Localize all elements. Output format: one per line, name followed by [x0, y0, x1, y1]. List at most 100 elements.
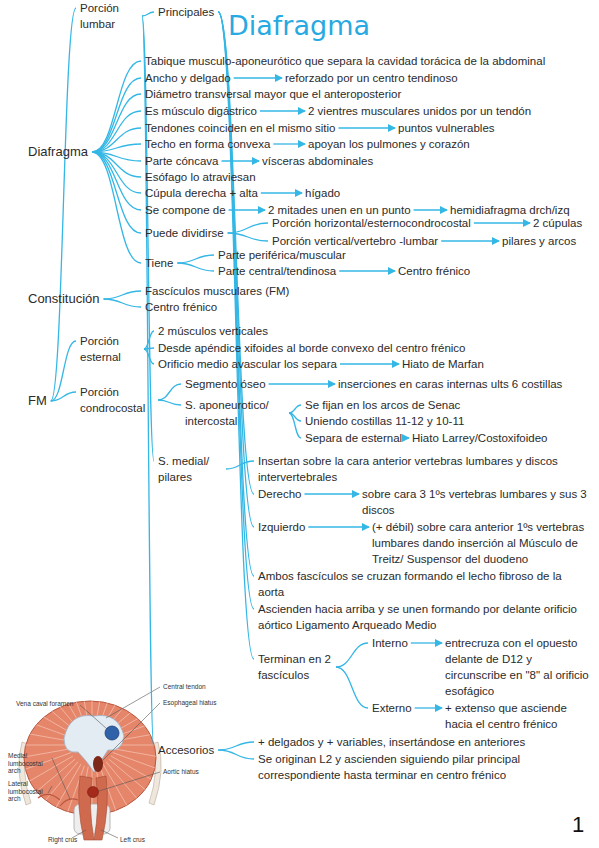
mindmap-node: Porción vertical/vertebro -lumbar	[272, 233, 438, 249]
mindmap-node: Orificio medio avascular los separa	[158, 356, 337, 372]
node-text: Parte central/tendinosa	[218, 263, 336, 279]
mindmap-node: Segmento óseo	[185, 376, 266, 392]
mindmap-node: Externo	[372, 700, 412, 716]
mindmap-node: Izquierdo	[258, 519, 305, 535]
mindmap-node: Es músculo digástrico	[145, 103, 257, 119]
mindmap-node: entrecruza con el opuesto delante de D12…	[445, 635, 593, 699]
node-text: Tiene	[145, 255, 173, 271]
branch-line	[218, 750, 254, 759]
node-text: Tendones coinciden en el mismo sitio	[145, 120, 336, 136]
mindmap-node: Ascienden hacia arriba y se unen formand…	[258, 601, 590, 633]
aortic-hiatus	[88, 787, 99, 798]
node-text: 2 cúpulas	[533, 215, 582, 231]
node-text: sobre cara 3 1ºs vertebras lumbares y su…	[362, 486, 590, 518]
node-text: Hiato de Marfan	[402, 356, 484, 372]
node-text: entrecruza con el opuesto delante de D12…	[445, 635, 593, 699]
mindmap-node: Separa de esternal	[305, 430, 402, 446]
mindmap-node: vísceras abdominales	[262, 153, 373, 169]
node-text: Diámetro transversal mayor que el antero…	[145, 86, 401, 102]
right-crus	[79, 776, 94, 840]
arrow	[260, 110, 305, 111]
node-text: FM	[28, 393, 47, 409]
mindmap-node: 2 cúpulas	[533, 215, 582, 231]
mindmap-node: Diámetro transversal mayor que el antero…	[145, 86, 401, 102]
topic-root: FM	[28, 393, 47, 409]
node-text: Accesorios	[158, 742, 214, 758]
node-text: apoyan los pulmones y corazón	[308, 136, 470, 152]
node-text: Desde apéndice xifoides al borde convexo…	[158, 340, 466, 356]
mindmap-node: Tabique musculo-aponeurótico que separa …	[145, 53, 545, 69]
mindmap-node: puntos vulnerables	[398, 120, 495, 136]
branch-line	[158, 400, 181, 405]
node-text: Parte cóncava	[145, 153, 219, 169]
node-text: Insertan sobre la cara anterior vertebra…	[258, 453, 590, 485]
node-text: Techo en forma convexa	[145, 136, 270, 152]
mindmap-node: 2 músculos verticales	[158, 323, 268, 339]
figure-label: Medial lumbocostal arch	[8, 752, 52, 775]
node-text: Puede dividirse	[145, 225, 224, 241]
mindmap-node: Parte central/tendinosa	[218, 263, 336, 279]
node-text: Terminan en 2 fascículos	[258, 651, 332, 683]
node-text: Izquierdo	[258, 519, 305, 535]
arrow	[339, 270, 395, 271]
branch-line	[177, 255, 214, 263]
node-text: Hiato Larrey/Costoxifoideo	[412, 430, 548, 446]
mindmap-node: + delgados y + variables, insertándose e…	[258, 734, 525, 750]
mindmap-node: Porción condrocostal	[80, 384, 154, 416]
fibre	[31, 694, 75, 731]
node-text: Ancho y delgado	[145, 70, 231, 86]
arrow	[405, 437, 409, 438]
node-text: 2 músculos verticales	[158, 323, 268, 339]
mindmap-node: 2 mitades unen en un punto	[268, 202, 411, 218]
mindmap-node: + extenso que asciende hacia el centro f…	[445, 700, 593, 732]
node-text: Separa de esternal	[305, 430, 402, 446]
arrow	[304, 493, 359, 494]
node-text: hígado	[305, 185, 340, 201]
branch-line	[92, 144, 141, 152]
mindmap-node: Techo en forma convexa	[145, 136, 270, 152]
branch-line	[51, 392, 76, 401]
mindmap-node: Porción esternal	[80, 333, 140, 365]
mindmap-node: inserciones en caras internas ults 6 cos…	[338, 376, 562, 392]
mindmap-node: Centro frénico	[398, 263, 470, 279]
mindmap-node: hemidiafragma drch/izq	[450, 202, 570, 218]
mindmap-node: Insertan sobre la cara anterior vertebra…	[258, 453, 590, 485]
mindmap-node: reforzado por un centro tendinoso	[285, 70, 458, 86]
arrow	[308, 526, 369, 527]
node-text: hemidiafragma drch/izq	[450, 202, 570, 218]
branch-line	[142, 12, 154, 16]
node-text: Ambos fascículos se cruzan formando el l…	[258, 568, 590, 600]
arrow	[234, 77, 282, 78]
branch-line	[218, 12, 254, 609]
mindmap-node: Tiene	[145, 255, 173, 271]
mindmap-node: Derecho	[258, 486, 301, 502]
node-text: inserciones en caras internas ults 6 cos…	[338, 376, 562, 392]
mindmap-node: pilares y arcos	[502, 233, 576, 249]
mindmap-node: Desde apéndice xifoides al borde convexo…	[158, 340, 466, 356]
fibre	[96, 666, 106, 723]
node-text: Porción horizontal/esternocondrocostal	[272, 215, 471, 231]
topic-root: Constitución	[28, 291, 100, 307]
node-text: vísceras abdominales	[262, 153, 373, 169]
branch-line	[51, 8, 76, 401]
branch-line	[289, 405, 301, 413]
mindmap-node: (+ débil) sobre cara anterior 1ºs verteb…	[372, 519, 590, 567]
arrow	[273, 143, 305, 144]
figure-label: Central tendon	[163, 683, 206, 691]
node-text: Externo	[372, 700, 412, 716]
figure-label: Right crus	[48, 836, 77, 844]
branch-line	[92, 152, 141, 193]
node-text: (+ débil) sobre cara anterior 1ºs verteb…	[372, 519, 590, 567]
mindmap-node: Parte periférica/muscular	[218, 247, 346, 263]
node-text: + extenso que asciende hacia el centro f…	[445, 700, 593, 732]
figure-label: Left crus	[120, 836, 145, 844]
branch-line	[218, 742, 254, 750]
vena-cava-foramen	[105, 726, 119, 740]
node-text: Se compone de	[145, 202, 226, 218]
left-crus	[94, 776, 107, 840]
branch-line	[92, 94, 141, 152]
mindmap-node: Tendones coinciden en el mismo sitio	[145, 120, 336, 136]
branch-line	[104, 291, 141, 299]
title: Diafragma	[228, 10, 370, 41]
